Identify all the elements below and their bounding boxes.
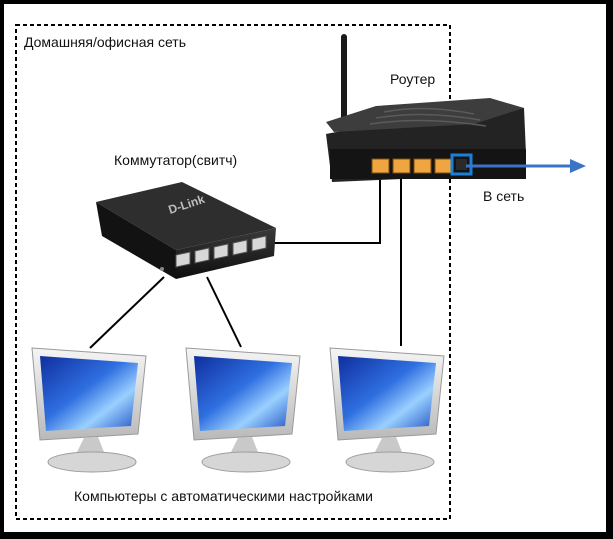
router-label: Роутер	[390, 71, 436, 87]
router-lan-port-3	[413, 158, 432, 174]
cables	[89, 167, 402, 349]
computers-label: Компьютеры с автоматическими настройками	[74, 488, 373, 504]
router-antenna	[341, 34, 347, 134]
computer-3-monitor-icon	[329, 347, 445, 473]
router-icon	[326, 34, 526, 182]
cable-switch-pc2	[206, 276, 242, 348]
internet-arrow	[466, 159, 586, 173]
computer-2-monitor-icon	[185, 347, 301, 473]
router-lan-port-4	[434, 158, 453, 174]
diagram-canvas: D-Link Домашняя/офисная сет	[4, 4, 606, 532]
router-lan-port-2	[392, 158, 411, 174]
switch-label: Коммутатор(свитч)	[114, 152, 238, 168]
network-diagram: D-Link	[15, 24, 586, 520]
cable-switch-router	[266, 167, 381, 244]
computer-1-monitor-icon	[31, 347, 147, 473]
network-boundary	[15, 24, 451, 520]
internet-label: В сеть	[483, 188, 525, 204]
cable-switch-pc1	[89, 276, 165, 349]
router-lan-port-1	[371, 158, 390, 174]
network-label: Домашняя/офисная сеть	[24, 34, 186, 50]
switch-icon: D-Link	[96, 182, 276, 279]
